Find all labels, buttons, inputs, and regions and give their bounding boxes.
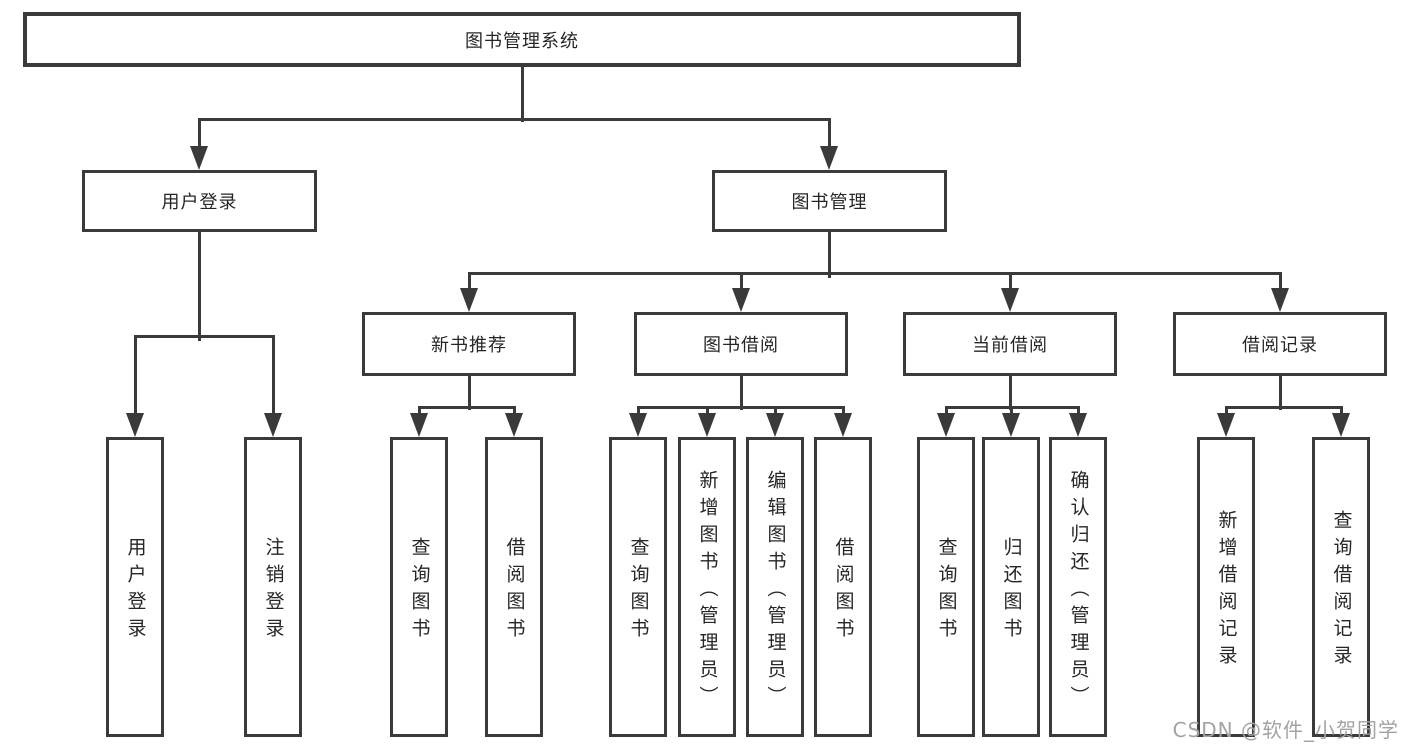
arrow-down-icon <box>834 413 852 437</box>
arrow-down-icon <box>766 413 784 437</box>
node-library-system: 图书管理系统 <box>23 12 1021 67</box>
connector-drop-line <box>467 272 471 290</box>
connector-drop-line <box>133 335 137 415</box>
leaf-newrec-borrow-books: 借阅图书 <box>485 437 543 737</box>
leaf-newrec-query-books: 查询图书 <box>390 437 448 737</box>
connector-drop-line <box>1008 272 1012 290</box>
arrow-down-icon <box>264 413 282 437</box>
leaf-borrow-edit-books-admin: 编辑图书（管理员） <box>746 437 804 737</box>
connector-drop-line <box>705 406 709 415</box>
arrow-down-icon <box>505 413 523 437</box>
arrow-down-icon <box>1002 413 1020 437</box>
connector-newrec-branch <box>417 406 516 409</box>
arrow-down-icon <box>410 413 428 437</box>
leaf-borrow-borrow-books: 借阅图书 <box>814 437 872 737</box>
connector-borrow-branch <box>636 406 845 409</box>
arrow-down-icon <box>732 288 750 312</box>
connector-drop-line <box>271 335 275 415</box>
arrow-down-icon <box>126 413 144 437</box>
connector-records-branch <box>1224 406 1343 409</box>
connector-user-stub <box>197 230 201 341</box>
connector-root-stub <box>520 66 524 122</box>
connector-records-stub <box>1278 374 1282 410</box>
connector-drop-line <box>1224 406 1228 415</box>
leaf-current-return-books: 归还图书 <box>982 437 1040 737</box>
connector-drop-line <box>739 272 743 290</box>
arrow-down-icon <box>1069 413 1087 437</box>
connector-drop-line <box>636 406 640 415</box>
arrow-down-icon <box>937 413 955 437</box>
node-current-borrowing: 当前借阅 <box>903 312 1117 376</box>
leaf-borrow-query-books: 查询图书 <box>609 437 667 737</box>
arrow-down-icon <box>1332 413 1350 437</box>
arrow-down-icon <box>1271 288 1289 312</box>
node-user-login: 用户登录 <box>82 170 317 232</box>
connector-drop-line <box>197 118 201 150</box>
connector-drop-line <box>773 406 777 415</box>
connector-drop-line <box>841 406 845 415</box>
node-new-book-recommend: 新书推荐 <box>362 312 576 376</box>
connector-borrow-stub <box>739 374 743 410</box>
leaf-records-query-record: 查询借阅记录 <box>1312 437 1370 737</box>
connector-drop-line <box>512 406 516 415</box>
arrow-down-icon <box>629 413 647 437</box>
connector-drop-line <box>417 406 421 415</box>
arrow-down-icon <box>460 288 478 312</box>
connector-drop-line <box>1076 406 1080 415</box>
arrow-down-icon <box>1217 413 1235 437</box>
leaf-current-query-books: 查询图书 <box>917 437 975 737</box>
connector-newrec-stub <box>467 374 471 410</box>
connector-drop-line <box>944 406 948 415</box>
node-borrowing-records: 借阅记录 <box>1173 312 1387 376</box>
connector-current-stub <box>1008 374 1012 410</box>
connector-user-branch <box>133 335 275 338</box>
node-book-management: 图书管理 <box>712 170 947 232</box>
arrow-down-icon <box>698 413 716 437</box>
arrow-down-icon <box>190 146 208 170</box>
connector-root-branch <box>197 118 831 121</box>
connector-drop-line <box>1339 406 1343 415</box>
connector-drop-line <box>1278 272 1282 290</box>
csdn-watermark: CSDN @软件_小贺同学 <box>1172 718 1399 742</box>
leaf-current-confirm-return-admin: 确认归还（管理员） <box>1049 437 1107 737</box>
leaf-records-add-record: 新增借阅记录 <box>1197 437 1255 737</box>
leaf-borrow-add-books-admin: 新增图书（管理员） <box>678 437 736 737</box>
connector-drop-line <box>827 118 831 150</box>
leaf-user-login: 用户登录 <box>106 437 164 737</box>
arrow-down-icon <box>1001 288 1019 312</box>
arrow-down-icon <box>820 146 838 170</box>
connector-drop-line <box>1009 406 1013 415</box>
node-book-borrowing: 图书借阅 <box>634 312 848 376</box>
connector-mgmt-stub <box>827 230 831 278</box>
leaf-logout: 注销登录 <box>244 437 302 737</box>
connector-mgmt-branch <box>467 272 1282 275</box>
